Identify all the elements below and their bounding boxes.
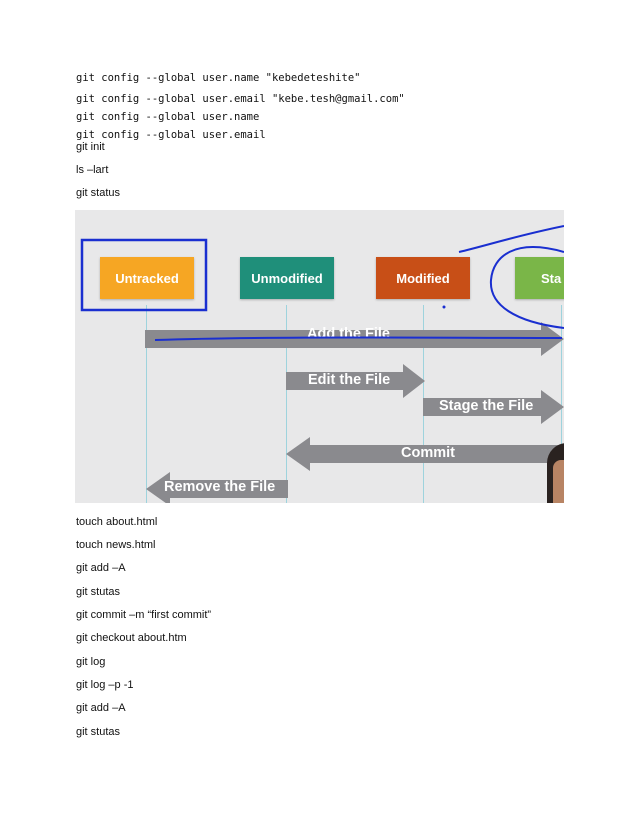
curve-stroke-top [458,225,564,253]
command-line: git add –A [76,702,126,714]
git-lifecycle-screenshot: Untracked Unmodified Modified Sta Add th… [75,210,564,503]
remove-the-file-label: Remove the File [164,479,276,495]
remove-the-file-arrow [146,472,288,503]
command-line: git init [76,141,105,153]
command-line: git stutas [76,726,121,738]
config-line: git config --global user.name "kebedetes… [76,72,361,84]
config-line: git config --global user.email "kebe.tes… [76,93,405,105]
state-unmodified: Unmodified [240,257,334,299]
command-line: git add –A [76,562,126,574]
stage-the-file-label: Stage the File [439,398,534,414]
command-line: touch about.html [76,516,158,528]
command-line: ls –lart [76,164,109,176]
commit-label: Commit [401,445,455,461]
command-line: git checkout about.htm [76,632,187,644]
timeline-line [561,305,562,503]
edit-the-file-label: Edit the File [308,372,391,388]
command-line: git stutas [76,586,121,598]
config-line: git config --global user.email [76,129,266,141]
curve-stroke-loop [489,246,564,329]
config-line: git config --global user.name [76,111,260,123]
pen-dot [442,305,446,309]
timeline-line [286,305,287,503]
untracked-highlight-box [80,238,208,312]
state-modified: Modified [376,257,470,299]
presenter-face [553,460,564,503]
command-line: git status [76,187,121,199]
command-line: git commit –m “first commit” [76,609,212,621]
command-line: touch news.html [76,539,156,551]
state-staged: Sta [515,257,564,299]
stage-the-file-arrow [423,390,564,424]
pen-annotations [80,225,564,341]
add-the-file-arrow [145,322,564,356]
underline-stroke [154,336,563,341]
state-untracked: Untracked [100,257,194,299]
command-line: git log –p -1 [76,679,134,691]
edit-the-file-arrow [286,364,425,398]
commit-arrow [286,437,564,471]
timeline-line [146,305,147,503]
command-line: git log [76,656,106,668]
